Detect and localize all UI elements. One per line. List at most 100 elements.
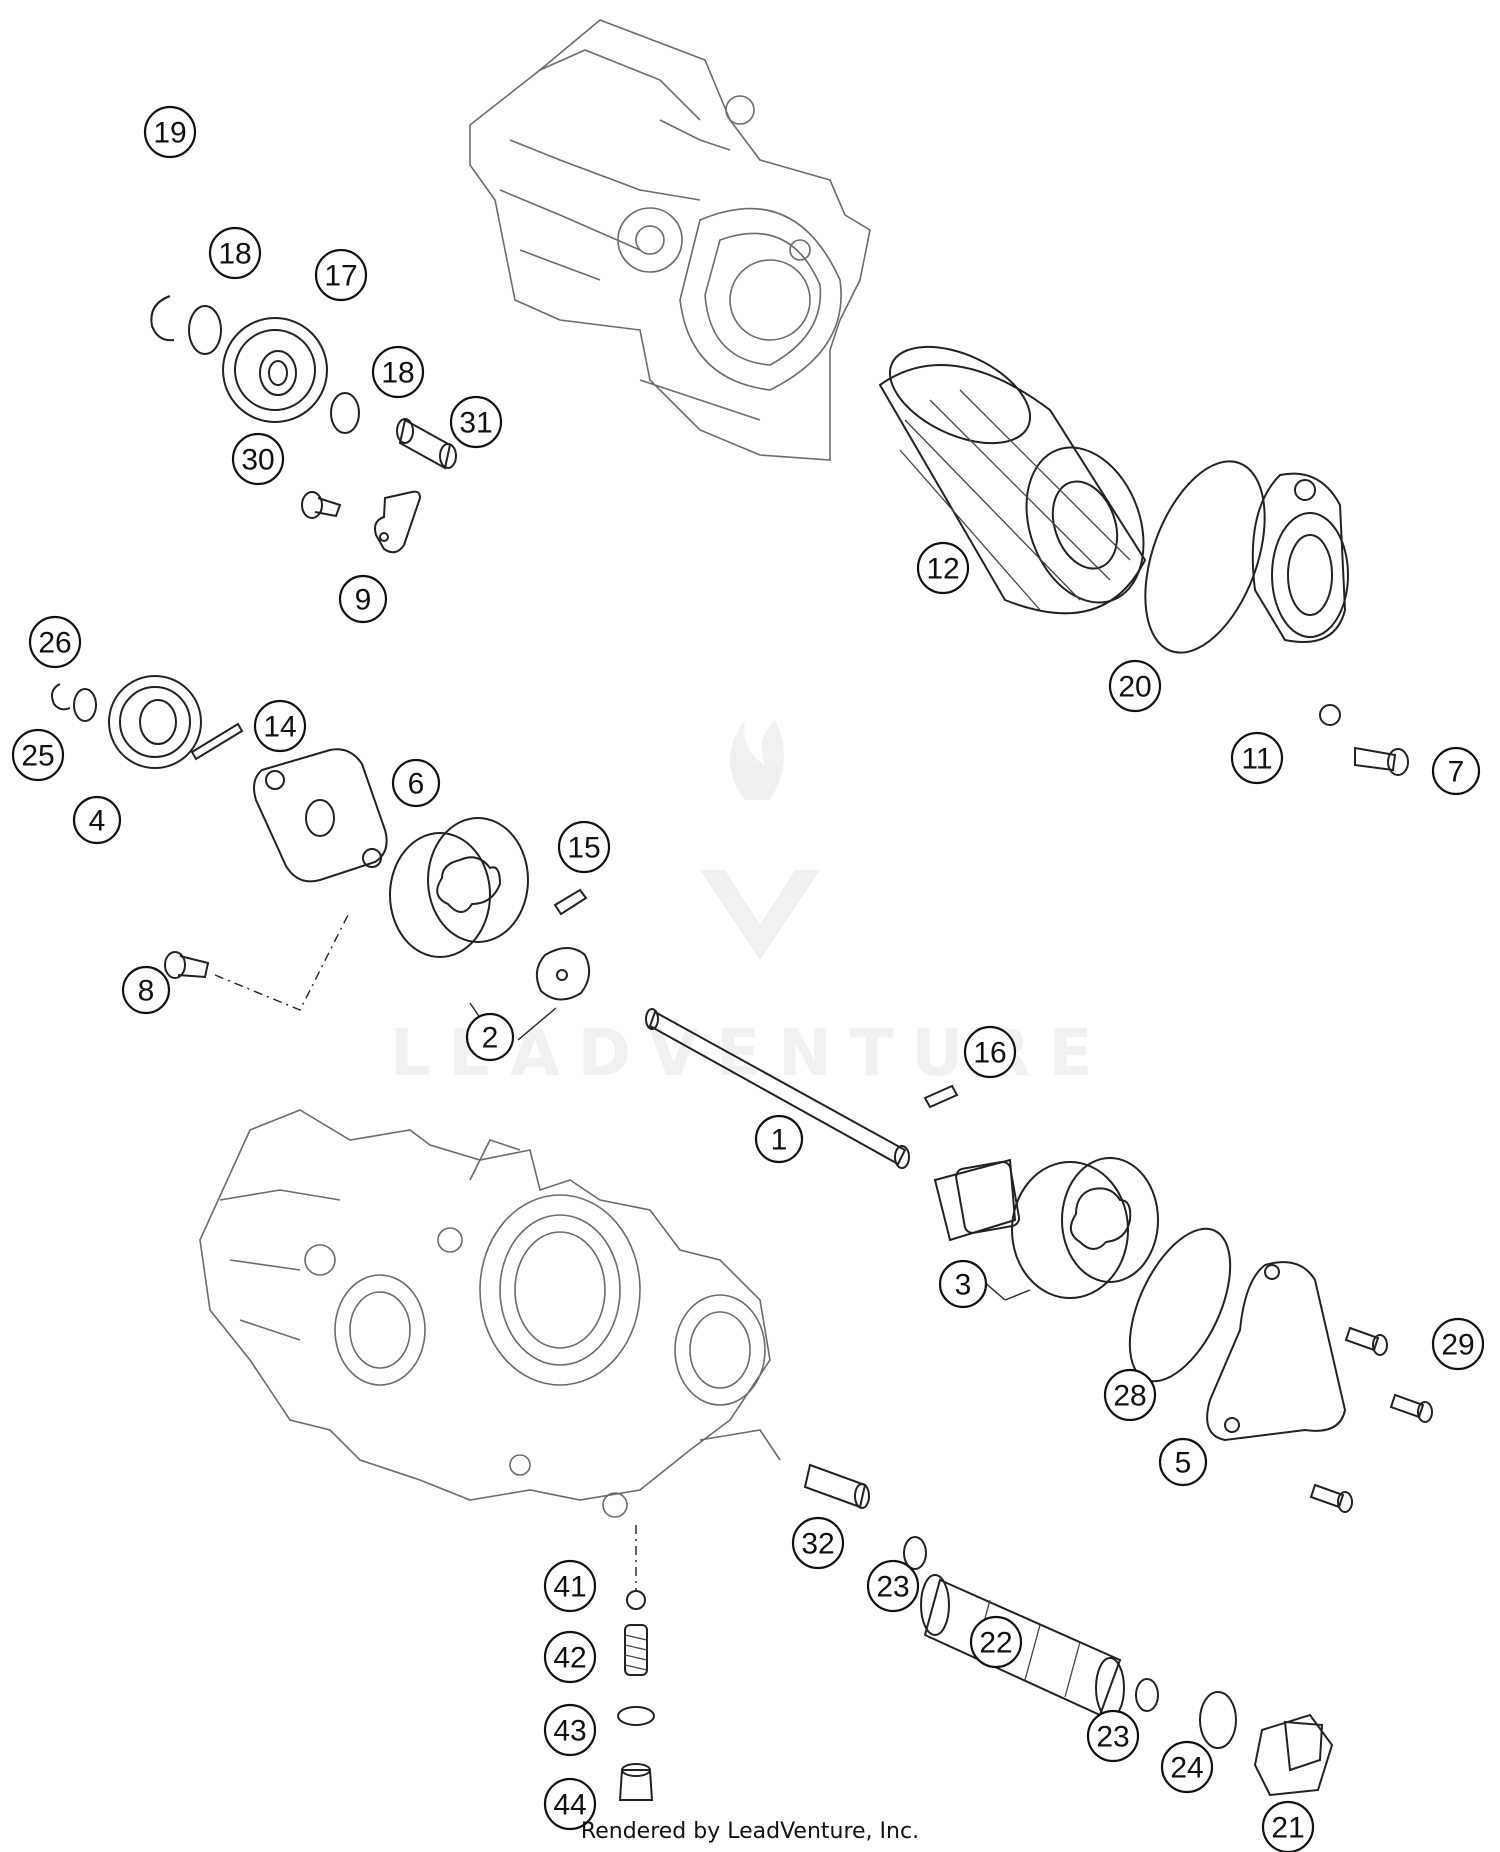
callout-circle xyxy=(1108,659,1162,713)
lower-crankcase-housing xyxy=(199,1109,781,1518)
callout-label: 12 xyxy=(926,553,959,586)
part-22-screen-filter xyxy=(920,1574,1125,1719)
callout-circle xyxy=(543,1559,597,1613)
callout-label: 5 xyxy=(1175,1447,1192,1480)
callout-label: 17 xyxy=(324,260,357,293)
callout-label: 3 xyxy=(955,1269,972,1302)
callout-circle xyxy=(371,345,425,399)
part-6-pump-cover xyxy=(253,748,388,883)
callout-23: 23 xyxy=(866,1559,920,1613)
callout-circle xyxy=(72,795,122,845)
callout-label: 31 xyxy=(459,407,492,440)
callout-25: 25 xyxy=(11,728,65,782)
callout-6: 6 xyxy=(391,758,441,808)
callout-4: 4 xyxy=(72,795,122,845)
callout-label: 23 xyxy=(876,1571,909,1604)
callout-label: 28 xyxy=(1113,1380,1146,1413)
callout-circle xyxy=(1261,1800,1315,1852)
callout-5: 5 xyxy=(1158,1437,1208,1487)
part-12-oil-filter xyxy=(878,345,1147,615)
callout-circle xyxy=(543,1703,597,1757)
part-2-pump-rotor-outer xyxy=(389,817,529,958)
callout-28: 28 xyxy=(1103,1368,1157,1422)
part-20-o-ring xyxy=(1144,460,1266,654)
callout-label: 18 xyxy=(218,238,251,271)
callout-21: 21 xyxy=(1261,1800,1315,1852)
callout-14: 14 xyxy=(253,699,307,753)
callout-circle xyxy=(963,1025,1017,1079)
callout-label: 1 xyxy=(771,1124,788,1157)
callout-26: 26 xyxy=(28,615,82,669)
part-41-ball xyxy=(626,1590,646,1610)
part-18-washer-lower xyxy=(330,392,360,434)
callout-circle xyxy=(11,728,65,782)
callout-31: 31 xyxy=(449,395,503,449)
part-44-plug xyxy=(618,1763,654,1801)
callout-circle xyxy=(231,432,285,486)
callout-label: 29 xyxy=(1441,1329,1474,1362)
callout-label: 20 xyxy=(1118,671,1151,704)
callout-label: 43 xyxy=(553,1715,586,1748)
callout-circle xyxy=(557,820,611,874)
callout-30: 30 xyxy=(231,432,285,486)
part-2-pump-rotor-inner xyxy=(535,947,591,1001)
part-19-circlip xyxy=(150,295,175,342)
callout-label: 7 xyxy=(1448,756,1465,789)
callout-label: 41 xyxy=(553,1571,586,1604)
part-25-washer xyxy=(73,688,97,722)
callout-11: 11 xyxy=(1230,731,1284,785)
credit-text: Rendered by LeadVenture, Inc. xyxy=(581,1819,919,1844)
callout-circle xyxy=(969,1615,1023,1669)
callout-23: 23 xyxy=(1086,1709,1140,1763)
callout-circle xyxy=(1431,1317,1485,1371)
callout-circle xyxy=(449,395,503,449)
callout-circle xyxy=(1431,746,1481,796)
callout-circle xyxy=(28,615,82,669)
callout-41: 41 xyxy=(543,1559,597,1613)
part-24-o-ring xyxy=(1199,1691,1237,1749)
callout-19: 19 xyxy=(143,105,197,159)
callout-20: 20 xyxy=(1108,659,1162,713)
callout-label: 18 xyxy=(381,357,414,390)
part-9-retaining-plate xyxy=(374,490,422,554)
callout-circle xyxy=(391,758,441,808)
callout-label: 14 xyxy=(263,711,296,744)
part-3-pump-rotor-pair xyxy=(933,1157,1159,1299)
callout-label: 19 xyxy=(153,117,186,150)
callout-29: 29 xyxy=(1431,1317,1485,1371)
part-32-valve xyxy=(803,1463,870,1509)
callout-circle xyxy=(1086,1709,1140,1763)
callout-18: 18 xyxy=(371,345,425,399)
callout-label: 32 xyxy=(801,1528,834,1561)
part-23-o-ring-lower xyxy=(1135,1678,1159,1712)
callout-circle xyxy=(791,1516,845,1570)
part-26-circlip xyxy=(51,683,71,711)
part-14-pin xyxy=(190,722,244,761)
part-31-sleeve xyxy=(396,418,457,470)
part-7-bolt xyxy=(1354,746,1409,776)
callout-circle xyxy=(314,248,368,302)
callout-label: 42 xyxy=(553,1642,586,1675)
callout-2: 2 xyxy=(465,1012,515,1062)
callout-label: 9 xyxy=(355,584,372,617)
callout-circle xyxy=(143,105,197,159)
callout-circle xyxy=(1230,731,1284,785)
callout-label: 2 xyxy=(482,1022,499,1055)
part-4-gear xyxy=(108,675,202,769)
callout-circle xyxy=(1103,1368,1157,1422)
part-15-pin xyxy=(553,888,588,916)
callout-label: 8 xyxy=(138,975,155,1008)
callout-circle xyxy=(208,226,262,280)
callout-circle xyxy=(253,699,307,753)
callout-circle xyxy=(338,574,388,624)
callout-circle xyxy=(465,1012,515,1062)
callout-label: 44 xyxy=(553,1789,586,1822)
callout-label: 24 xyxy=(1170,1752,1203,1785)
callout-43: 43 xyxy=(543,1703,597,1757)
upper-crankcase-housing xyxy=(469,19,871,461)
callout-label: 4 xyxy=(89,805,106,838)
part-23-o-ring-upper xyxy=(903,1536,927,1570)
part-11-filter-cover xyxy=(1251,472,1349,726)
part-18-washer-upper xyxy=(188,305,222,355)
callout-label: 15 xyxy=(567,832,600,865)
